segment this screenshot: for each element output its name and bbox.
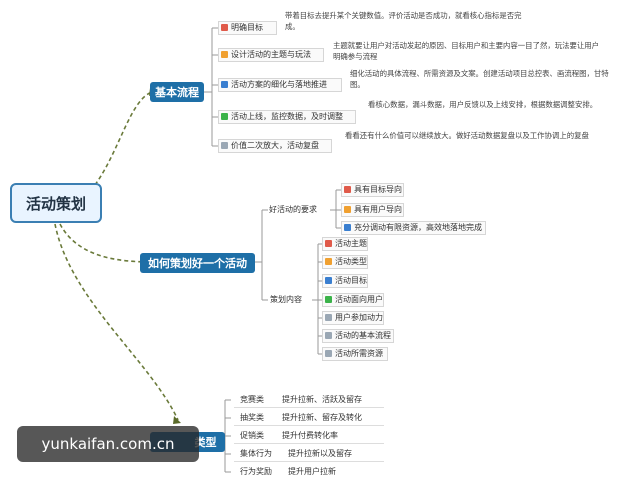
content-item-5-label: 用户参加动力 [325, 313, 383, 323]
priority-2-icon [221, 51, 228, 58]
priority-3-icon [221, 81, 228, 88]
type-row-4[interactable]: 集体行为 提升拉新以及留存 [240, 449, 352, 459]
type-5-name: 行为奖励 [240, 467, 272, 476]
content-item-6[interactable] [322, 329, 394, 343]
priority-1-icon [344, 186, 351, 193]
type-divider [234, 443, 384, 444]
type-1-desc: 提升拉新、活跃及留存 [282, 395, 362, 404]
type-5-desc: 提升用户拉新 [288, 467, 336, 476]
flow-item-1-label: 明确目标 [221, 23, 263, 33]
flow-item-4-desc: 看核心数据，漏斗数据，用户反馈以及上线安排，根据数据调整安排。 [368, 100, 598, 109]
branch-types-label: 类型 [194, 436, 217, 449]
priority-7-icon [325, 350, 332, 357]
content-item-3-label: 活动目标 [325, 276, 367, 286]
priority-2-icon [344, 206, 351, 213]
branch-how-to-plan[interactable]: 如何策划好一个活动 [140, 253, 255, 273]
priority-4-icon [221, 113, 228, 120]
type-row-5[interactable]: 行为奖励 提升用户拉新 [240, 467, 336, 477]
root-label: 活动策划 [25, 194, 86, 213]
content-item-7[interactable] [322, 347, 388, 361]
requirement-3[interactable] [341, 221, 486, 235]
content-item-5[interactable] [322, 311, 384, 325]
flow-item-5-desc: 看看还有什么价值可以继续放大。做好活动数据复盘以及工作协调上的复盘 [345, 131, 589, 140]
requirement-3-label: 充分调动有限资源，高效地落地完成 [344, 223, 482, 233]
type-4-name: 集体行为 [240, 449, 272, 458]
priority-1-icon [325, 240, 332, 247]
type-divider [234, 407, 384, 408]
content-item-2[interactable] [322, 255, 368, 269]
content-item-4-label: 活动面向用户 [325, 295, 383, 305]
branch-basic-flow[interactable]: 基本流程 [150, 82, 204, 102]
type-3-desc: 提升付费转化率 [282, 431, 338, 440]
flow-item-4-label: 活动上线，监控数据，及时调整 [221, 112, 343, 122]
flow-item-5-label: 价值二次放大，活动复盘 [221, 141, 319, 151]
branch-basic-flow-label: 基本流程 [155, 86, 199, 99]
flow-item-3-label: 活动方案的细化与落地推进 [221, 80, 327, 90]
type-2-desc: 提升拉新、留存及转化 [282, 413, 362, 422]
flow-item-2[interactable] [218, 48, 324, 62]
requirement-2-label: 具有用户导向 [344, 205, 402, 215]
good-activity-requirements[interactable]: 好活动的要求 [269, 205, 317, 214]
requirement-1[interactable] [341, 183, 404, 197]
priority-5-icon [221, 142, 228, 149]
requirement-2[interactable] [341, 203, 404, 217]
type-divider [234, 425, 384, 426]
requirement-1-label: 具有目标导向 [344, 185, 402, 195]
branch-how-to-plan-label: 如何策划好一个活动 [148, 257, 247, 270]
type-row-1[interactable]: 竞赛类 提升拉新、活跃及留存 [240, 395, 362, 405]
content-item-1-label: 活动主题 [325, 239, 367, 249]
type-row-2[interactable]: 抽奖类 提升拉新、留存及转化 [240, 413, 362, 423]
type-1-name: 竞赛类 [240, 395, 264, 404]
flow-item-2-desc: 主题就要让用户对活动发起的原因、目标用户和主要内容一目了然，玩法要让用户明确参与… [333, 41, 600, 61]
root-node[interactable]: 活动策划 [10, 183, 102, 223]
flow-item-2-label: 设计活动的主题与玩法 [221, 50, 311, 60]
content-item-2-label: 活动类型 [325, 257, 367, 267]
type-3-name: 促销类 [240, 431, 264, 440]
priority-3-icon [344, 224, 351, 231]
content-item-3[interactable] [322, 274, 368, 288]
flow-item-3[interactable] [218, 78, 342, 92]
flow-item-3-desc: 细化活动的具体流程、所需资源及文案。创建活动项目总控表、画流程图，甘特图。 [350, 69, 609, 89]
content-item-6-label: 活动的基本流程 [325, 331, 391, 341]
watermark: yunkaifan.com.cn [17, 426, 199, 462]
type-4-desc: 提升拉新以及留存 [288, 449, 352, 458]
planning-content[interactable]: 策划内容 [270, 295, 302, 304]
type-divider [234, 461, 384, 462]
flow-item-5[interactable] [218, 139, 332, 153]
flow-item-4[interactable] [218, 110, 356, 124]
priority-3-icon [325, 277, 332, 284]
content-item-7-label: 活动所需资源 [325, 349, 383, 359]
content-item-1[interactable] [322, 237, 368, 251]
flow-item-1-desc: 带着目标去提升某个关键数值。评价活动是否成功，就看核心指标是否完成。 [285, 11, 522, 31]
type-row-3[interactable]: 促销类 提升付费转化率 [240, 431, 338, 441]
priority-6-icon [325, 332, 332, 339]
priority-1-icon [221, 24, 228, 31]
priority-5-icon [325, 314, 332, 321]
content-item-4[interactable] [322, 293, 384, 307]
flow-item-1[interactable] [218, 21, 277, 35]
priority-4-icon [325, 296, 332, 303]
type-2-name: 抽奖类 [240, 413, 264, 422]
priority-2-icon [325, 258, 332, 265]
